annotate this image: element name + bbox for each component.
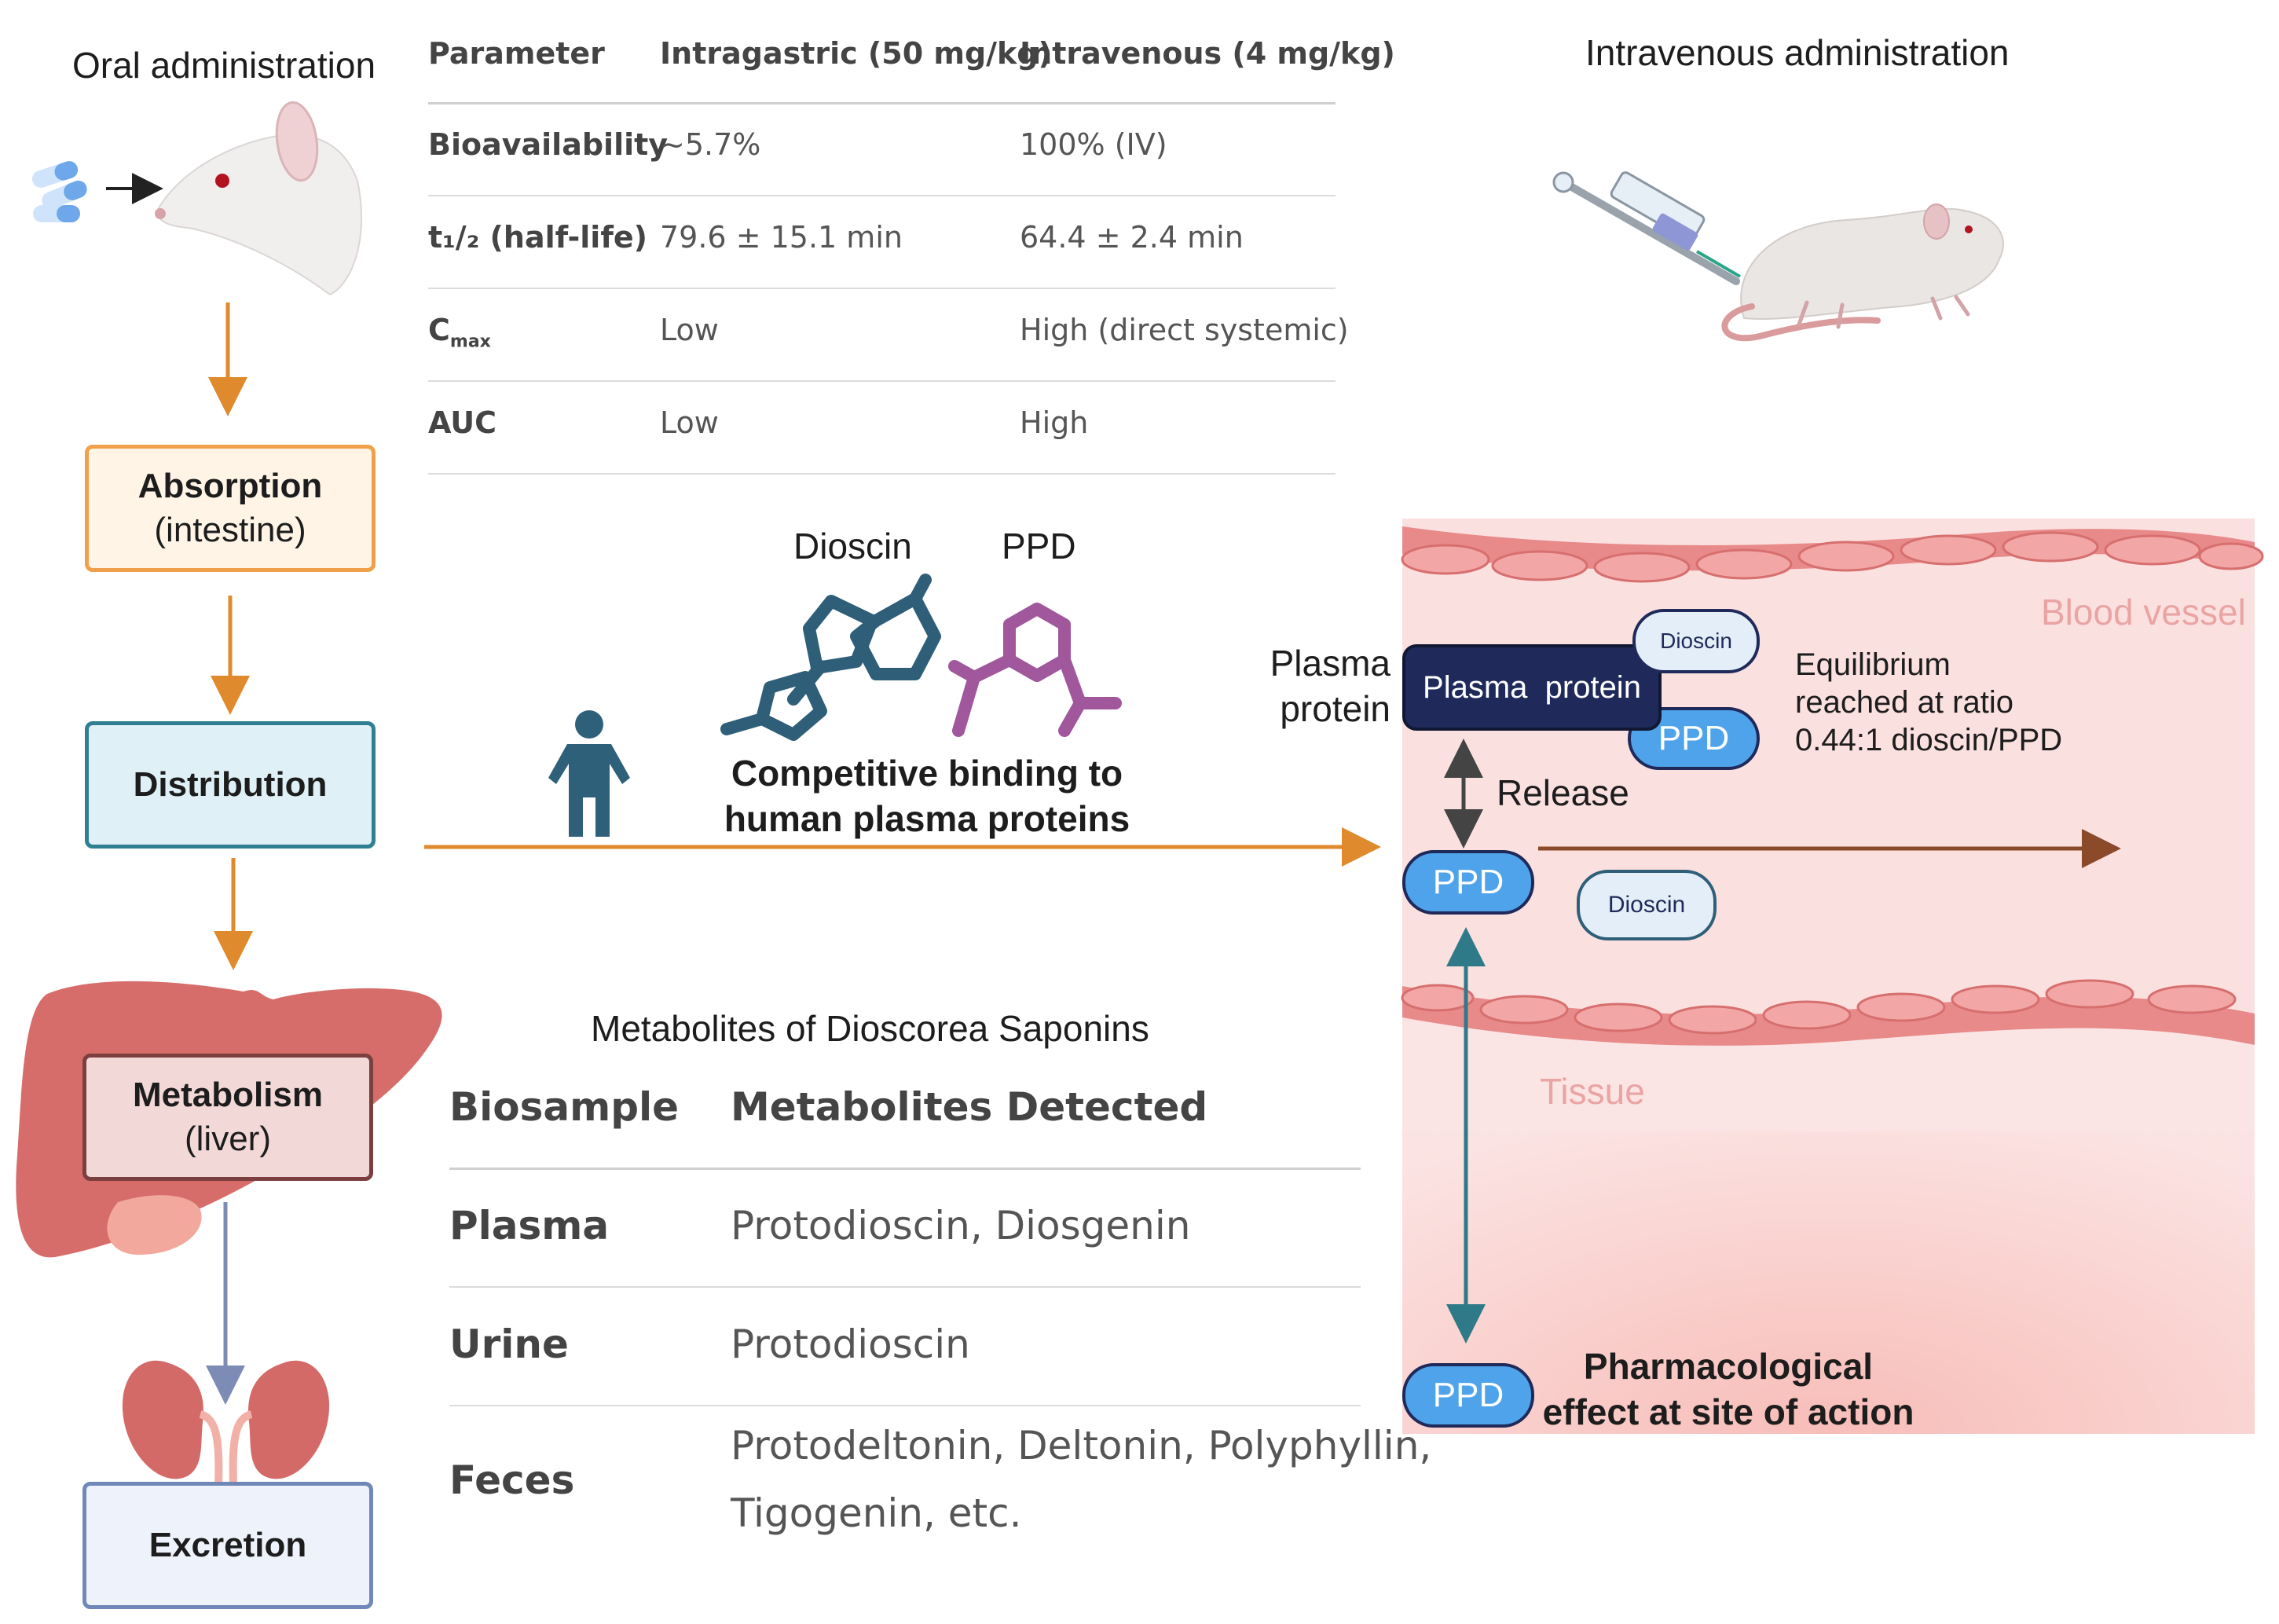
metabolism-title: Metabolism [132, 1076, 324, 1114]
metab-table-header: Biosample Metabolites Detected [449, 1075, 1361, 1170]
table-row: Feces Protodeltonin, Deltonin, Polyphyll… [449, 1407, 1431, 1556]
pharmacological-effect-caption: Pharmacological effect at site of action [1540, 1344, 1917, 1435]
binding-line-1: Competitive binding to [731, 753, 1123, 794]
metab-sample: Plasma [449, 1203, 610, 1248]
pk-param: Cmax [428, 313, 491, 352]
table-row: Plasma Protodioscin, Diosgenin [449, 1170, 1361, 1288]
table-row: t₁/₂ (half-life) 79.6 ± 15.1 min 64.4 ± … [428, 196, 1336, 289]
oral-title: Oral administration [72, 45, 376, 86]
mouse-icon [1721, 203, 2004, 342]
cmax-main: C [428, 313, 450, 347]
pk-ig-value: Low [660, 405, 719, 440]
pk-table-header: Parameter Intragastric (50 mg/kg) Intrav… [428, 31, 1395, 104]
pk-header-intravenous: Intravenous (4 mg/kg) [1020, 36, 1395, 71]
metab-header-metabolites: Metabolites Detected [731, 1084, 1208, 1130]
ppd-free-label: PPD [1432, 863, 1504, 901]
cmax-sub: max [449, 332, 491, 352]
ppd-free-pill: PPD [1402, 850, 1534, 915]
excretion-box: Excretion [82, 1482, 373, 1609]
pk-header-parameter: Parameter [428, 36, 605, 71]
plasma-protein-side-label: Plasma protein [1253, 640, 1390, 731]
ppd-bound-label: PPD [1658, 719, 1730, 757]
pk-ig-value: ~5.7% [660, 127, 761, 162]
metabolites-table: Biosample Metabolites Detected Plasma Pr… [449, 1075, 1431, 1562]
plasma-label-line1: Plasma [1270, 643, 1390, 684]
pk-iv-value: 100% (IV) [1020, 127, 1167, 162]
absorption-title: Absorption [137, 467, 323, 505]
rat-head-icon [155, 101, 363, 296]
pk-iv-value: High (direct systemic) [1020, 313, 1349, 347]
blood-vessel-label: Blood vessel [2041, 592, 2246, 632]
pk-iv-value: 64.4 ± 2.4 min [1020, 220, 1244, 255]
dioscin-molecule-icon [720, 574, 941, 741]
plasma-label-line2: protein [1280, 688, 1390, 729]
ppd-tissue-label: PPD [1432, 1376, 1504, 1414]
distribution-title: Distribution [133, 765, 328, 804]
metab-value: Protodioscin, Diosgenin [731, 1203, 1191, 1248]
pk-ig-value: Low [660, 313, 719, 347]
iv-title: Intravenous administration [1585, 32, 2010, 73]
absorption-subtitle: (intestine) [154, 511, 306, 549]
human-figure-icon [548, 710, 630, 837]
plasma-protein-box: Plasma protein [1402, 644, 1662, 731]
flow-arrows [208, 302, 1381, 970]
metabolism-box: Metabolism (liver) [82, 1054, 373, 1181]
dioscin-free-pill: Dioscin [1577, 870, 1717, 940]
metab-sample: Urine [449, 1322, 569, 1367]
release-label: Release [1497, 772, 1629, 813]
excretion-title: Excretion [148, 1526, 307, 1564]
table-row: Urine Protodioscin [449, 1289, 1361, 1406]
endothelial-cells-top [1401, 531, 2264, 583]
metabolites-table-title: Metabolites of Dioscorea Saponins [591, 1008, 1149, 1049]
pk-param: Bioavailability [428, 127, 669, 162]
tissue-label: Tissue [1540, 1071, 1645, 1112]
ppd-molecule-icon [948, 603, 1122, 737]
dioscin-bound-pill: Dioscin [1632, 609, 1760, 673]
metab-header-biosample: Biosample [449, 1084, 680, 1130]
dioscin-free-label: Dioscin [1607, 892, 1686, 918]
absorption-box: Absorption (intestine) [85, 445, 376, 572]
binding-line-2: human plasma proteins [724, 798, 1130, 839]
table-row: Cmax Low High (direct systemic) [428, 289, 1349, 382]
metab-value: Protodioscin [731, 1322, 970, 1367]
distribution-box: Distribution [85, 721, 376, 849]
pill-capsules-icon [31, 161, 87, 222]
pk-ig-value: 79.6 ± 15.1 min [660, 220, 903, 255]
effect-line1: Pharmacological [1583, 1346, 1874, 1387]
metab-sample: Feces [449, 1457, 575, 1503]
pk-param: AUC [428, 405, 496, 440]
metab-value-line1: Protodeltonin, Deltonin, Polyphyllin, [731, 1423, 1432, 1468]
plasma-protein-label: Plasma protein [1423, 669, 1641, 705]
effect-line2: effect at site of action [1542, 1391, 1914, 1432]
blood-vessel-panel [1401, 519, 2264, 1434]
eq-line3: 0.44:1 dioscin/PPD [1795, 723, 2063, 757]
table-row: AUC Low High [428, 382, 1336, 475]
ppd-label: PPD [1002, 526, 1076, 566]
table-row: Bioavailability ~5.7% 100% (IV) [428, 104, 1336, 196]
pk-header-intragastric: Intragastric (50 mg/kg) [660, 36, 1052, 71]
competitive-binding-caption: Competitive binding to human plasma prot… [691, 750, 1163, 841]
eq-line1: Equilibrium [1795, 647, 1951, 682]
pk-param: t₁/₂ (half-life) [428, 220, 648, 255]
dioscin-label: Dioscin [793, 526, 912, 566]
syringe-icon [1552, 171, 1742, 285]
ppd-tissue-pill: PPD [1402, 1363, 1534, 1428]
dioscin-bound-label: Dioscin [1660, 629, 1732, 653]
pk-iv-value: High [1020, 405, 1089, 440]
metabolism-subtitle: (liver) [185, 1120, 271, 1158]
equilibrium-note: Equilibrium reached at ratio 0.44:1 dios… [1795, 646, 2062, 759]
metab-value-line2: Tigogenin, etc. [731, 1490, 1022, 1536]
kidneys-icon [122, 1360, 330, 1486]
eq-line2: reached at ratio [1795, 685, 2013, 720]
pk-table: Parameter Intragastric (50 mg/kg) Intrav… [428, 31, 1395, 487]
